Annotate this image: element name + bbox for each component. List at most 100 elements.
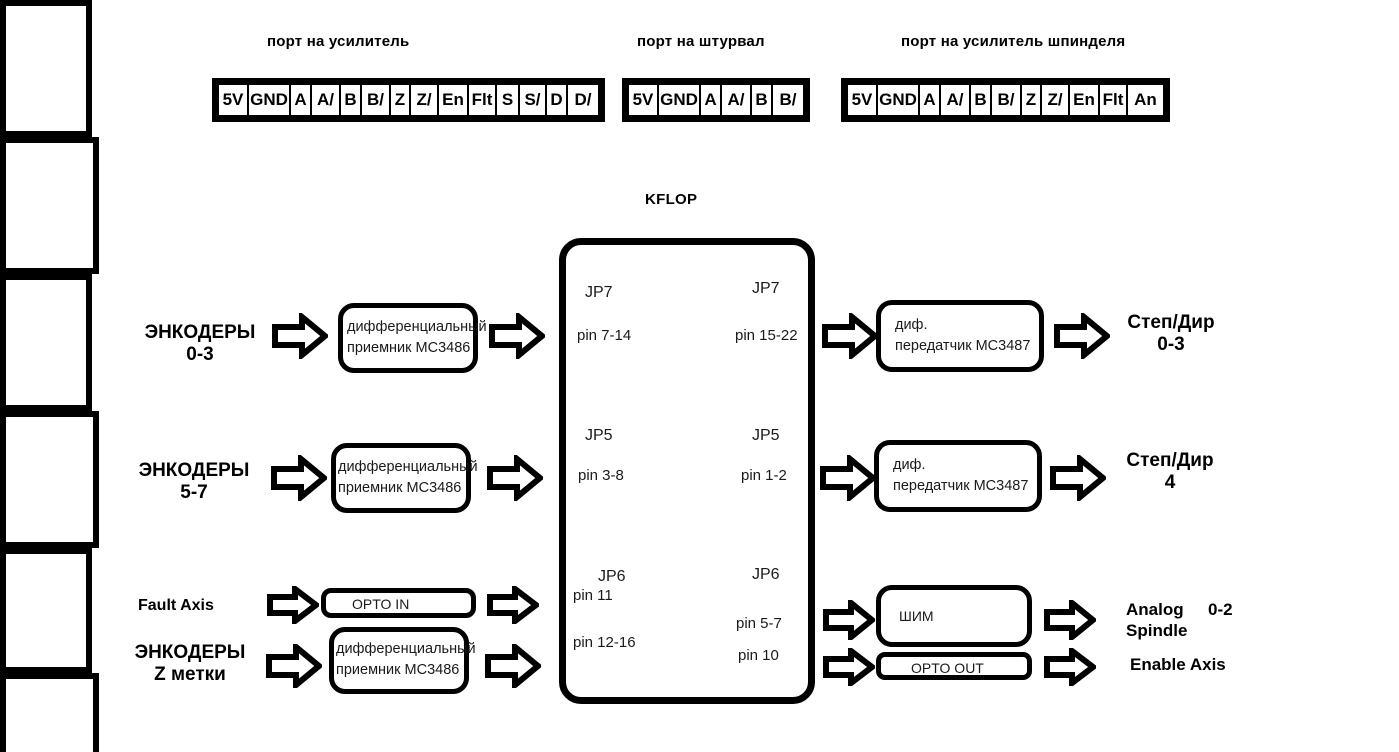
kflop-connector-jp7-left[interactable]	[0, 0, 92, 137]
kflop-connector-jp7-right[interactable]	[0, 137, 99, 274]
analog-spindle-label: Analog Spindle	[1126, 599, 1187, 642]
pin-cell[interactable]: A	[920, 85, 941, 115]
arrow-right-icon	[1044, 648, 1096, 686]
diff-transmitter-mc3487-box-2[interactable]	[874, 440, 1042, 512]
pin-cell[interactable]: B/	[362, 85, 391, 115]
diff-receiver-mc3486-box-3[interactable]	[329, 627, 469, 694]
arrow-right-icon	[823, 600, 875, 640]
enable-axis-label: Enable Axis	[1130, 655, 1226, 674]
pin-cell[interactable]: B	[341, 85, 362, 115]
pin-cell[interactable]: D/	[568, 85, 598, 115]
amplifier-port-connector[interactable]: 5V GND A A/ B B/ Z Z/ En Flt S S/ D D/	[212, 78, 605, 122]
jp6-left-pin-range-1: pin 11	[573, 587, 613, 604]
kflop-board-label: KFLOP	[645, 191, 698, 208]
encoders-z-label-line1: ЭНКОДЕРЫ	[134, 642, 246, 663]
arrow-right-icon	[487, 455, 543, 501]
pin-cell[interactable]: Z/	[1042, 85, 1070, 115]
pin-cell[interactable]: A	[701, 85, 722, 115]
pin-cell[interactable]: Z/	[411, 85, 439, 115]
jp7-left-title: JP7	[585, 284, 613, 301]
diff-transmitter-mc3487-text-2: диф. передатчик MC3487	[893, 455, 1028, 497]
pin-cell[interactable]: 5V	[848, 85, 878, 115]
pwm-text: ШИМ	[899, 608, 934, 624]
jp6-left-pin-range-2: pin 12-16	[573, 634, 636, 651]
encoders-5-7-label-line2: 5-7	[180, 481, 208, 503]
pin-cell[interactable]: A/	[312, 85, 341, 115]
pin-cell[interactable]: A	[291, 85, 312, 115]
block-line-1: диф.	[893, 457, 926, 473]
kflop-connector-jp5-right[interactable]	[0, 411, 99, 548]
pin-cell[interactable]: En	[1070, 85, 1100, 115]
pin-cell[interactable]: GND	[659, 85, 701, 115]
jp6-left-title: JP6	[598, 568, 626, 585]
pin-cell[interactable]: 5V	[219, 85, 249, 115]
arrow-right-icon	[1044, 600, 1096, 640]
arrow-right-icon	[823, 648, 875, 686]
jp5-right-title: JP5	[752, 427, 780, 444]
pin-cell[interactable]: S	[497, 85, 520, 115]
pin-cell[interactable]: B	[971, 85, 992, 115]
spindle-amplifier-port-title: порт на усилитель шпинделя	[901, 33, 1126, 50]
opto-out-text: OPTO OUT	[911, 660, 984, 676]
handwheel-port-connector[interactable]: 5V GND A A/ B B/	[622, 78, 810, 122]
diff-receiver-mc3486-box-1[interactable]	[338, 303, 478, 373]
step-dir-4-label: Степ/Дир 4	[1120, 450, 1220, 494]
amplifier-port-title: порт на усилитель	[267, 33, 410, 50]
analog-spindle-label-line1: Analog	[1126, 600, 1184, 619]
block-line-2: передатчик MC3487	[895, 338, 1031, 355]
pin-cell[interactable]: Z	[391, 85, 411, 115]
pin-cell[interactable]: B/	[773, 85, 803, 115]
pin-cell[interactable]: Flt	[469, 85, 497, 115]
arrow-right-icon	[820, 455, 876, 501]
pin-cell[interactable]: 5V	[629, 85, 659, 115]
step-dir-0-3-label-line2: 0-3	[1157, 333, 1185, 355]
jp5-left-pin-range: pin 3-8	[578, 467, 624, 484]
encoders-z-label: ЭНКОДЕРЫ Z метки	[130, 642, 250, 686]
block-line-2: приемник MC3486	[336, 662, 460, 679]
pin-cell[interactable]: An	[1128, 85, 1163, 115]
pin-cell[interactable]: GND	[878, 85, 920, 115]
diff-receiver-mc3486-box-2[interactable]	[331, 443, 471, 513]
pin-cell[interactable]: D	[547, 85, 568, 115]
pwm-box[interactable]	[876, 585, 1032, 647]
kflop-board	[559, 238, 815, 704]
kflop-connector-jp5-left[interactable]	[0, 274, 92, 411]
pin-cell[interactable]: A/	[722, 85, 752, 115]
pin-cell[interactable]: A/	[941, 85, 971, 115]
diff-receiver-mc3486-text-1: дифференциальный приемник MC3486	[347, 317, 487, 359]
encoders-5-7-label-line1: ЭНКОДЕРЫ	[138, 460, 250, 481]
kflop-connector-jp6-left[interactable]	[0, 548, 92, 673]
pin-cell[interactable]: Flt	[1100, 85, 1128, 115]
kflop-connector-jp6-right[interactable]	[0, 673, 99, 752]
arrow-right-icon	[267, 586, 319, 624]
diff-transmitter-mc3487-text-1: диф. передатчик MC3487	[895, 315, 1030, 357]
pin-cell[interactable]: GND	[249, 85, 291, 115]
encoders-0-3-label: ЭНКОДЕРЫ 0-3	[140, 322, 260, 366]
arrow-right-icon	[822, 313, 878, 359]
arrow-right-icon	[1050, 455, 1106, 501]
jp7-right-title: JP7	[752, 280, 780, 297]
pin-cell[interactable]: Z	[1022, 85, 1042, 115]
block-line-2: приемник MC3486	[338, 480, 462, 497]
pin-cell[interactable]: B/	[992, 85, 1022, 115]
diff-transmitter-mc3487-box-1[interactable]	[876, 300, 1044, 372]
encoders-z-label-line2: Z метки	[154, 663, 226, 685]
jp6-right-pin-range-2: pin 10	[738, 647, 779, 664]
pin-cell[interactable]: En	[439, 85, 469, 115]
block-line-1: диф.	[895, 317, 928, 333]
arrow-right-icon	[1054, 313, 1110, 359]
step-dir-0-3-label: Степ/Дир 0-3	[1121, 312, 1221, 356]
analog-spindle-label-line2: Spindle	[1126, 621, 1188, 641]
pin-cell[interactable]: S/	[520, 85, 547, 115]
spindle-amplifier-port-connector[interactable]: 5V GND A A/ B B/ Z Z/ En Flt An	[841, 78, 1170, 122]
opto-out-box[interactable]	[876, 652, 1032, 680]
block-line-2: приемник MC3486	[347, 340, 471, 357]
jp5-right-pin-range: pin 1-2	[741, 467, 787, 484]
jp7-right-pin-range: pin 15-22	[735, 327, 798, 344]
step-dir-0-3-label-line1: Степ/Дир	[1127, 312, 1215, 333]
step-dir-4-label-line1: Степ/Дир	[1126, 450, 1214, 471]
encoders-0-3-label-line2: 0-3	[186, 343, 214, 365]
opto-in-box[interactable]	[321, 588, 476, 618]
pin-cell[interactable]: B	[752, 85, 773, 115]
